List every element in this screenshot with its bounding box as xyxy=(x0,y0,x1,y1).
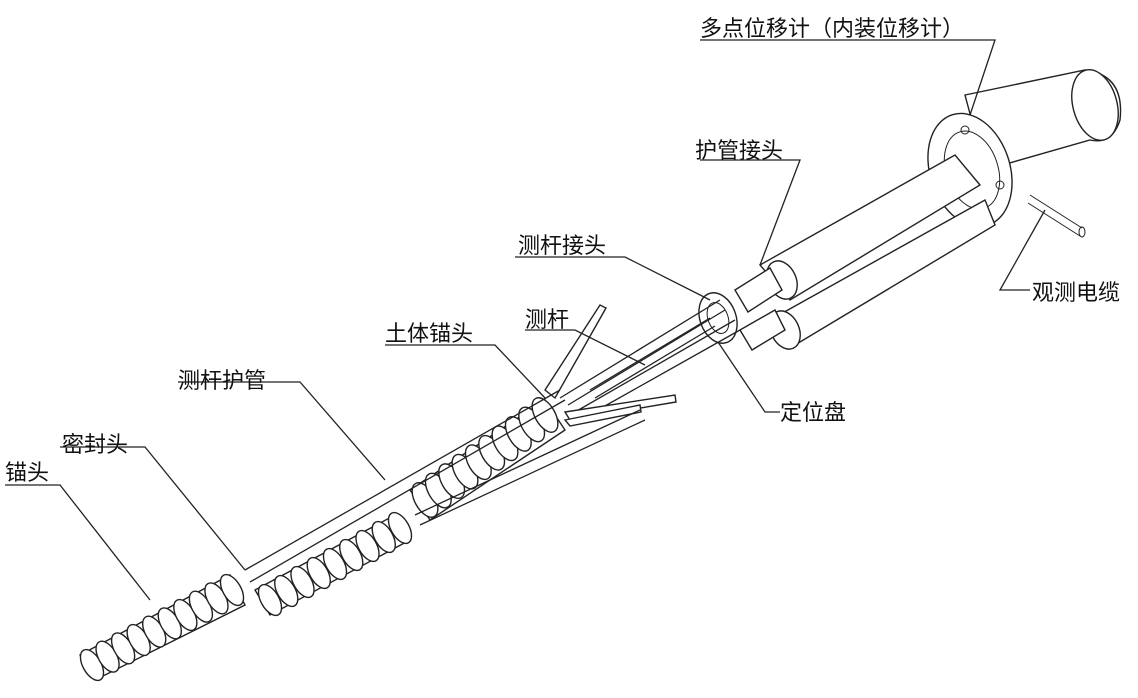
label-anchor-head: 锚头 xyxy=(5,461,49,486)
soil-anchor-body xyxy=(409,397,566,521)
anchor-head xyxy=(79,573,246,682)
anchor-ring xyxy=(387,511,413,545)
anchor-ring xyxy=(219,573,245,607)
label-rod-protective-tube: 测杆护管 xyxy=(178,369,266,394)
leader-lines xyxy=(5,39,1046,601)
observation-cable xyxy=(1027,194,1086,238)
label-rod-joint: 测杆接头 xyxy=(518,234,606,259)
lower-anchor-body xyxy=(254,511,413,617)
label-soil-anchor: 土体锚头 xyxy=(385,322,473,347)
positioning-disc xyxy=(698,292,738,344)
measuring-rods xyxy=(559,299,741,421)
extensometer-housing xyxy=(927,69,1122,228)
label-positioning-disc: 定位盘 xyxy=(780,401,846,426)
label-measuring-rod: 测杆 xyxy=(525,308,569,333)
label-observation-cable: 观测电缆 xyxy=(1032,281,1120,306)
anchor-spikes xyxy=(544,304,677,427)
upper-protective-tubes xyxy=(758,154,996,350)
label-multipoint-extensometer: 多点位移计（内装位移计） xyxy=(700,17,964,42)
rod-protective-tubes xyxy=(244,389,646,583)
protect-tube-joints xyxy=(734,267,786,351)
label-seal-head: 密封头 xyxy=(62,433,128,458)
anchor-ring xyxy=(531,397,559,433)
label-protect-tube-joint: 护管接头 xyxy=(695,139,783,164)
